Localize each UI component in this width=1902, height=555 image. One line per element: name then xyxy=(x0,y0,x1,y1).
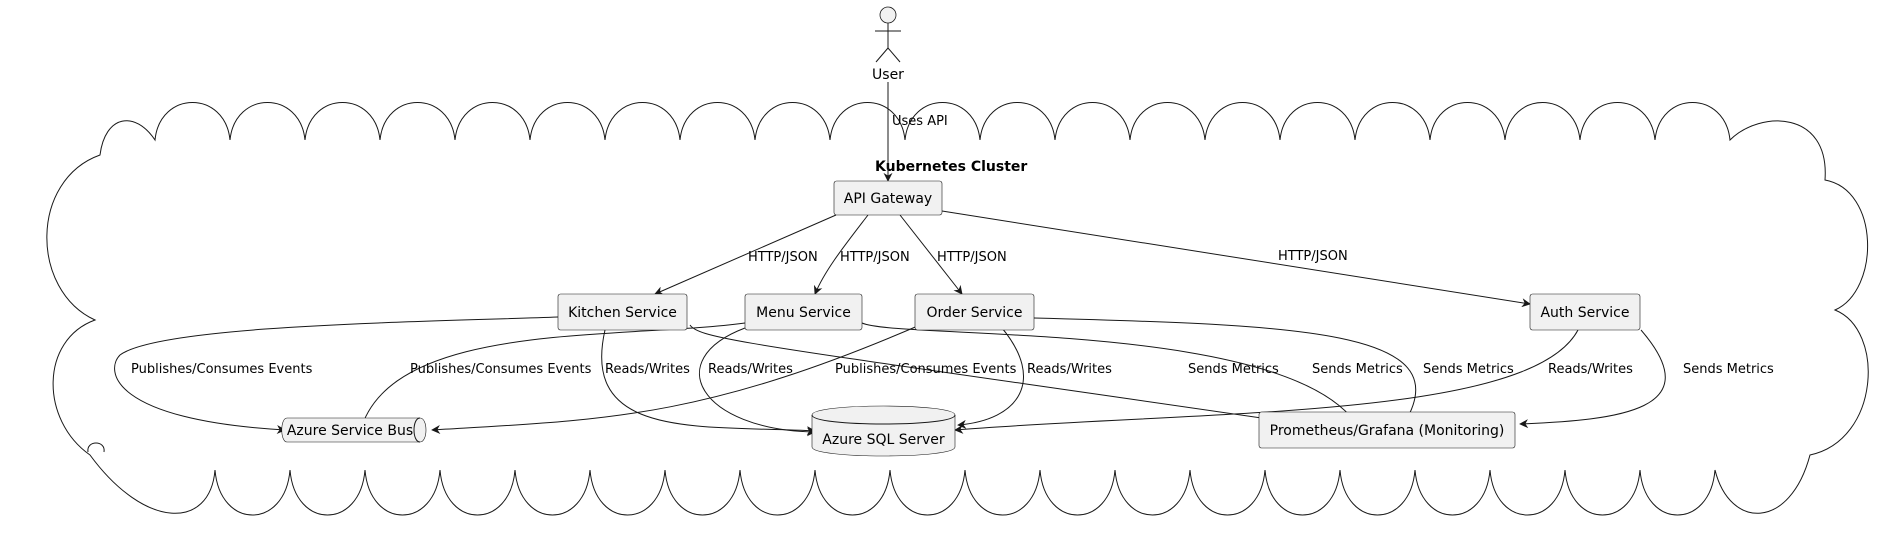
edge-label-gateway-to-menu: HTTP/JSON xyxy=(840,250,910,265)
edge-gateway-to-menu xyxy=(813,214,869,295)
azure-service-bus-node: Azure Service Bus xyxy=(281,417,427,443)
edge-gateway-to-order xyxy=(899,214,963,295)
edge-gateway-to-kitchen xyxy=(654,214,837,295)
menu-service-label: Menu Service xyxy=(756,305,851,321)
edge-kitchen-to-sql xyxy=(601,329,816,436)
database-shape xyxy=(811,405,956,457)
edge-auth-to-sql xyxy=(954,329,1579,434)
order-service-label: Order Service xyxy=(927,305,1023,321)
edge-kitchen-to-bus xyxy=(114,316,559,435)
edge-label-order-to-monitoring: Sends Metrics xyxy=(1423,362,1514,377)
edge-menu-to-monitoring xyxy=(861,322,1356,423)
user-actor-leg-left xyxy=(875,47,889,63)
edge-kitchen-to-monitoring xyxy=(689,324,1311,429)
api-gateway-label: API Gateway xyxy=(844,191,932,207)
user-actor-leg-right xyxy=(887,47,901,63)
kitchen-service-node: Kitchen Service xyxy=(557,293,688,331)
user-actor: User xyxy=(872,6,904,83)
edge-order-to-sql xyxy=(957,327,1024,429)
database-shape-top-rim xyxy=(811,414,956,425)
edge-label-gateway-to-order: HTTP/JSON xyxy=(937,250,1007,265)
edge-label-auth-to-sql: Reads/Writes xyxy=(1548,362,1633,377)
edge-label-menu-to-sql: Reads/Writes xyxy=(708,362,793,377)
edge-label-order-to-bus: Publishes/Consumes Events xyxy=(835,362,1017,377)
monitoring-node: Prometheus/Grafana (Monitoring) xyxy=(1258,411,1516,449)
auth-service-label: Auth Service xyxy=(1540,305,1629,321)
auth-service-node: Auth Service xyxy=(1529,293,1641,331)
user-actor-label: User xyxy=(872,67,904,83)
edge-gateway-to-auth xyxy=(941,210,1531,308)
azure-sql-server-label: Azure SQL Server xyxy=(822,432,945,448)
edge-label-auth-to-monitoring: Sends Metrics xyxy=(1683,362,1774,377)
edge-auth-to-monitoring xyxy=(1519,329,1666,429)
menu-service-node: Menu Service xyxy=(744,293,863,331)
edge-label-kitchen-to-bus: Publishes/Consumes Events xyxy=(131,362,313,377)
queue-shape-inner-curve xyxy=(413,417,421,443)
edge-label-menu-to-bus: Publishes/Consumes Events xyxy=(410,362,592,377)
edge-order-to-bus xyxy=(431,324,921,435)
edge-label-order-to-sql: Reads/Writes xyxy=(1027,362,1112,377)
edge-label-user-to-gateway: Uses API xyxy=(892,114,948,129)
api-gateway-node: API Gateway xyxy=(833,180,943,216)
edge-menu-to-sql xyxy=(699,327,816,437)
edge-label-menu-to-monitoring: Sends Metrics xyxy=(1312,362,1403,377)
edge-menu-to-bus xyxy=(357,322,746,433)
kitchen-service-label: Kitchen Service xyxy=(568,305,677,321)
user-actor-head xyxy=(879,6,897,24)
cluster-title: Kubernetes Cluster xyxy=(875,159,1027,175)
azure-service-bus-label: Azure Service Bus xyxy=(287,423,413,439)
edge-label-gateway-to-auth: HTTP/JSON xyxy=(1278,249,1348,264)
edge-label-kitchen-to-sql: Reads/Writes xyxy=(605,362,690,377)
order-service-node: Order Service xyxy=(914,293,1035,331)
edge-label-kitchen-to-monitoring: Sends Metrics xyxy=(1188,362,1279,377)
cloud-detail-left xyxy=(87,442,105,453)
edge-label-gateway-to-kitchen: HTTP/JSON xyxy=(748,250,818,265)
edge-order-to-monitoring xyxy=(1033,317,1417,423)
monitoring-label: Prometheus/Grafana (Monitoring) xyxy=(1270,423,1505,439)
azure-sql-server-node: Azure SQL Server xyxy=(811,405,956,457)
